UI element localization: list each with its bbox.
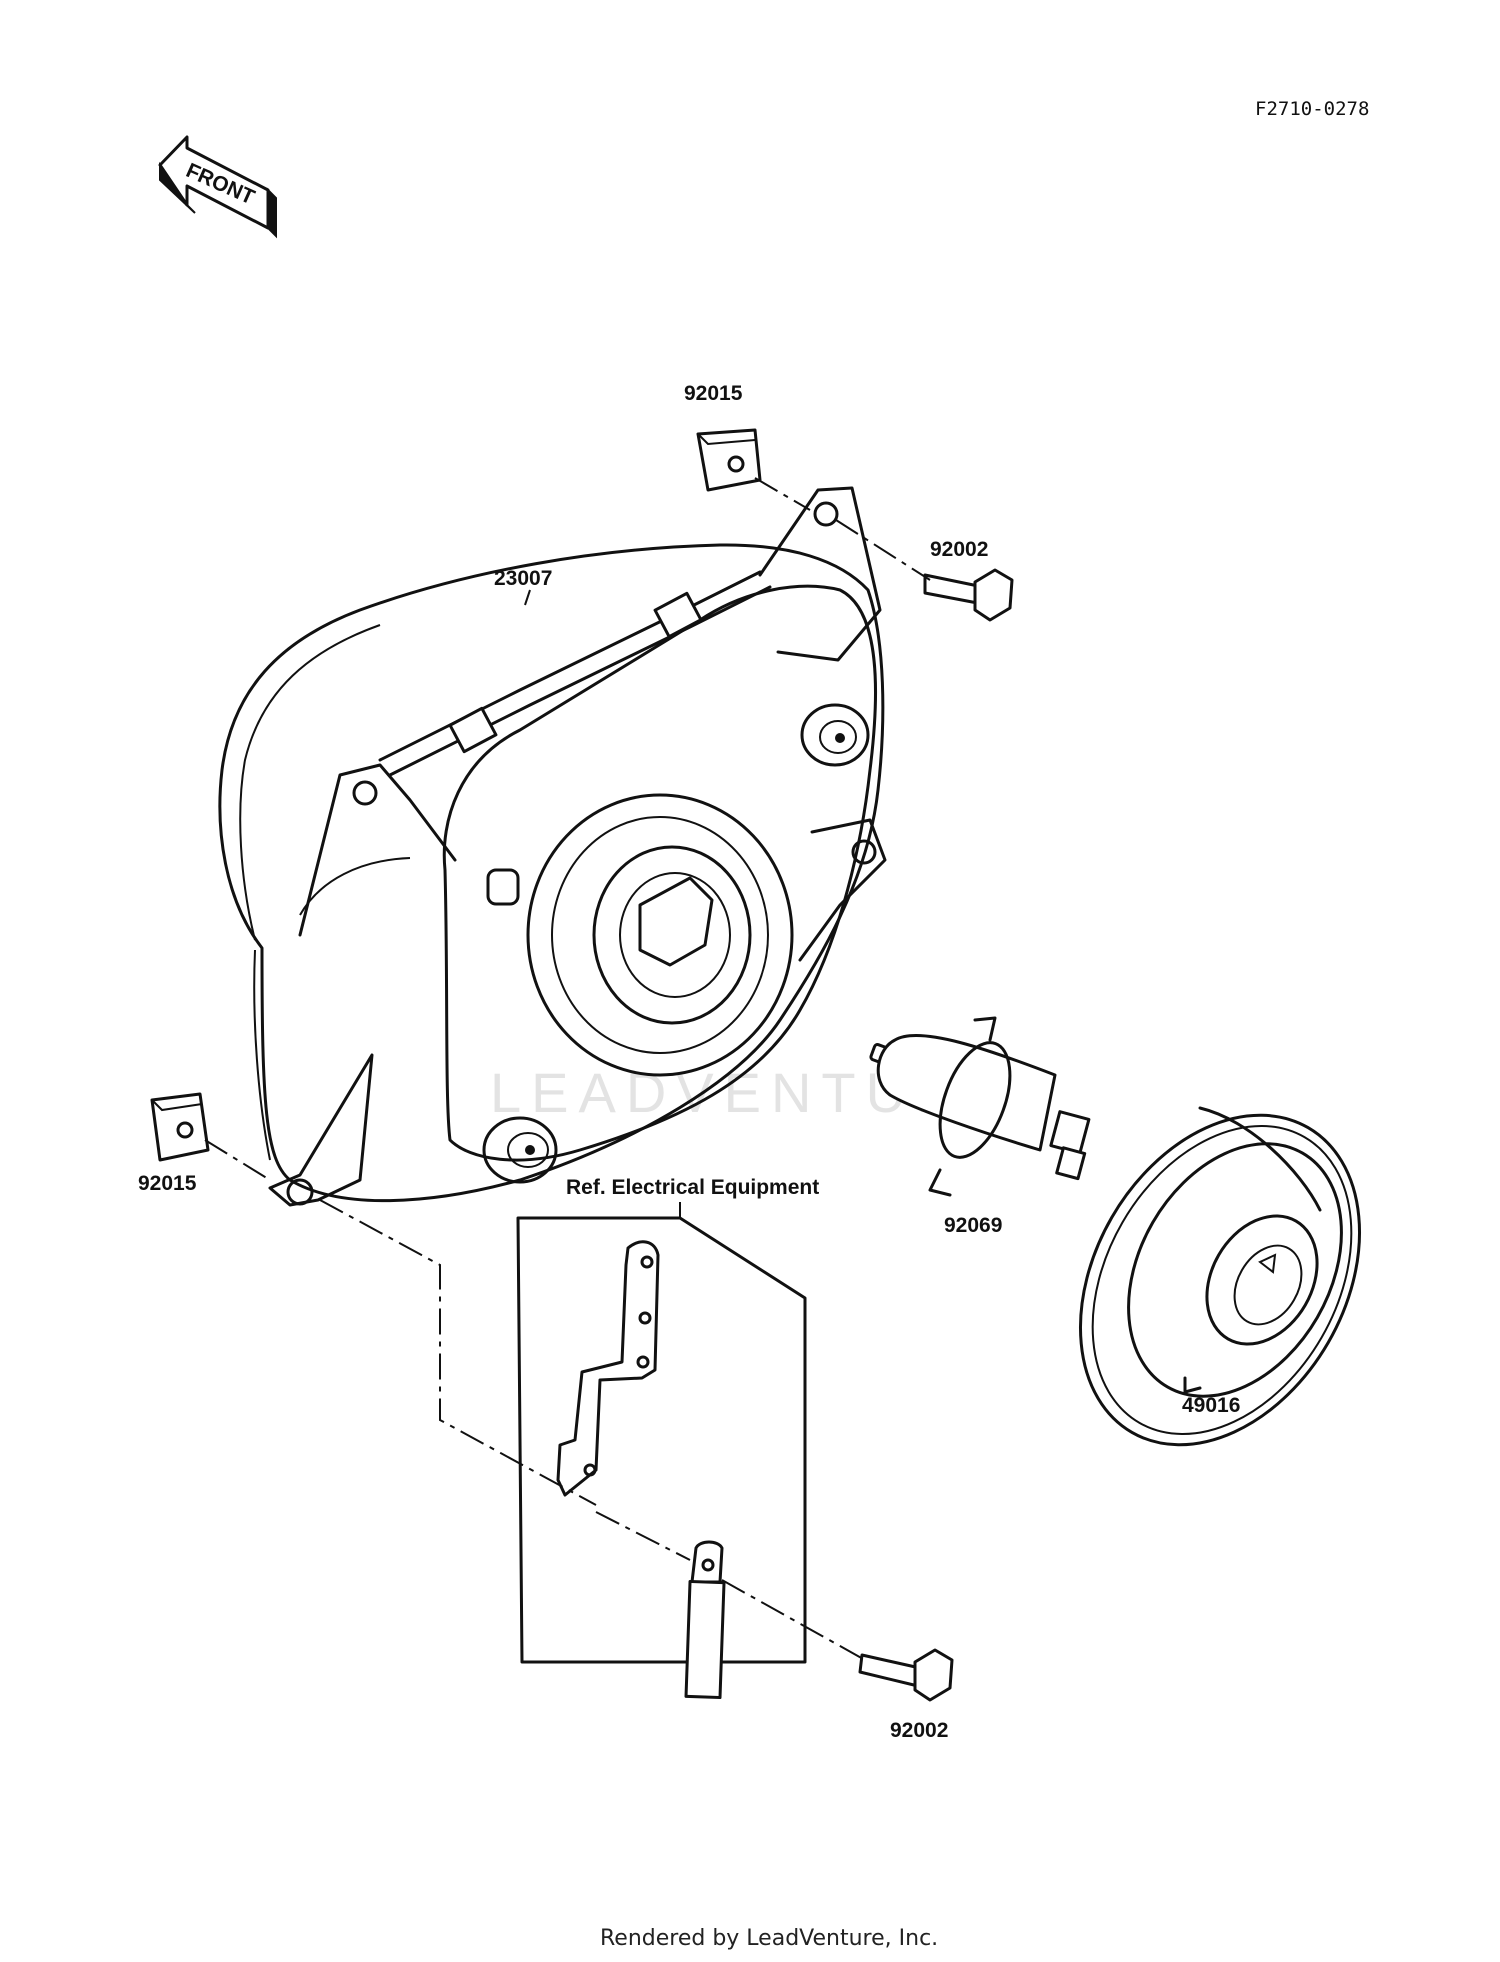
dust-cap (1078, 1106, 1362, 1447)
callout-92015-top: 92015 (684, 382, 743, 405)
headlight-assembly (218, 486, 887, 1207)
ref-group: Ref. Electrical Equipment (516, 1176, 819, 1664)
ground-strap (684, 1540, 726, 1700)
bulb (869, 1016, 1091, 1197)
bolt-bottom (858, 1648, 954, 1702)
clip-nut-left (150, 1092, 210, 1162)
callout-92015-left: 92015 (138, 1172, 197, 1195)
callout-23007: 23007 (494, 567, 552, 590)
callout-49016: 49016 (1182, 1394, 1240, 1417)
bolt-top (923, 568, 1014, 622)
clip-nut-top (696, 428, 762, 492)
figure-code: F2710-0278 (1255, 98, 1369, 120)
callout-92002-top: 92002 (930, 538, 988, 561)
mount-bracket (556, 1240, 660, 1497)
footer-credit: Rendered by LeadVenture, Inc. (600, 1926, 938, 1951)
ref-group-label: Ref. Electrical Equipment (566, 1176, 819, 1199)
callout-92002-bottom: 92002 (890, 1719, 948, 1742)
callout-92069: 92069 (944, 1214, 1002, 1237)
front-arrow-icon: FRONT (158, 135, 277, 239)
